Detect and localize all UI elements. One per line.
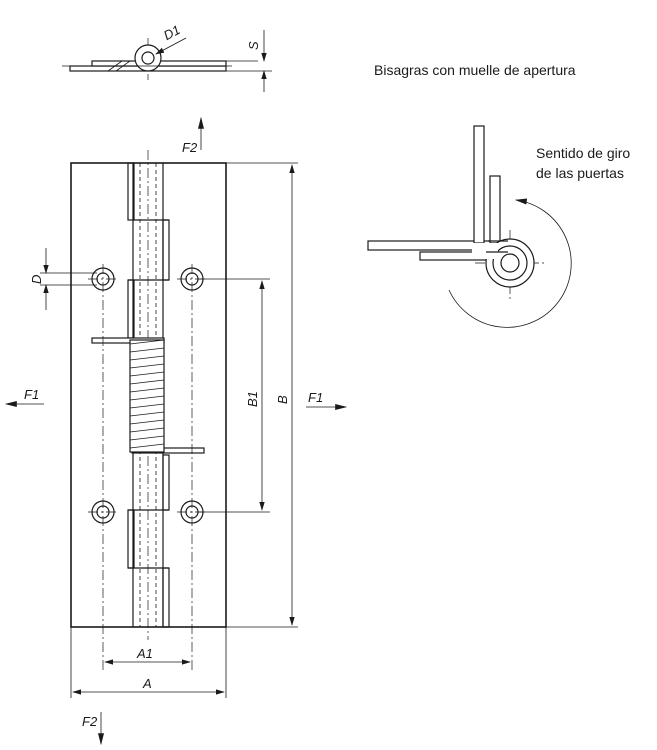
- force-f1-left: F1: [4, 387, 44, 407]
- mounting-holes: [88, 264, 207, 670]
- spring: [91, 337, 205, 454]
- dimension-a1: A1: [104, 646, 191, 665]
- force-f2-bottom: F2: [82, 712, 104, 746]
- dimension-a: A: [70, 627, 227, 698]
- end-view: D1 S: [62, 22, 272, 92]
- label-b: B: [275, 395, 290, 404]
- front-view: [70, 150, 227, 670]
- label-b1: B1: [245, 391, 260, 407]
- force-f2-top: F2: [182, 116, 204, 155]
- rotation-view: [367, 125, 572, 328]
- label-a1: A1: [136, 646, 153, 661]
- dimension-d: D: [29, 248, 97, 310]
- label-f2-top: F2: [182, 140, 198, 155]
- force-f1-right: F1: [306, 390, 348, 410]
- title-caption: Bisagras con muelle de apertura: [374, 62, 576, 78]
- rotation-caption-line2: de las puertas: [536, 165, 624, 181]
- rotation-caption-line1: Sentido de giro: [536, 145, 630, 161]
- label-d1: D1: [161, 22, 183, 43]
- label-d: D: [29, 275, 44, 284]
- dimension-b: B: [226, 162, 298, 628]
- label-s: S: [246, 41, 261, 50]
- dimension-b1: B1: [198, 278, 270, 513]
- label-f1-left: F1: [24, 387, 39, 402]
- label-f1-right: F1: [308, 390, 323, 405]
- label-f2-bottom: F2: [82, 714, 98, 729]
- label-a: A: [142, 676, 152, 691]
